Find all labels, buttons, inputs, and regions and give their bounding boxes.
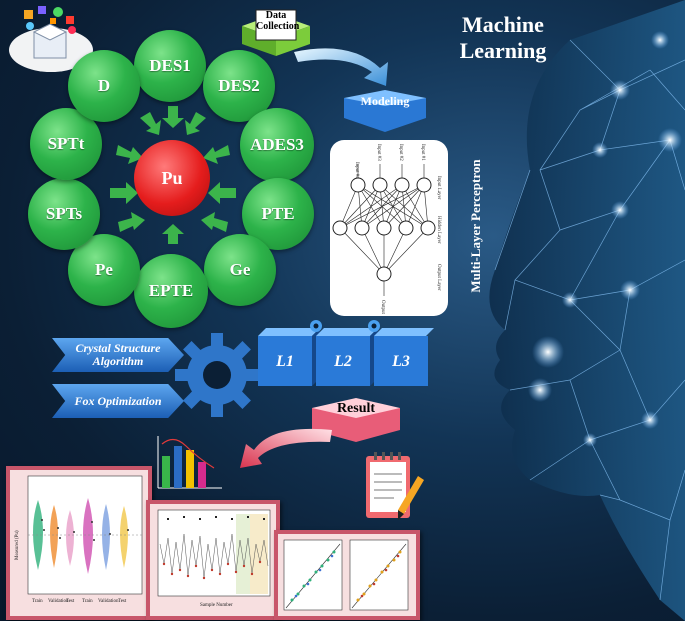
violin-xlabel-3: Test xyxy=(66,599,75,604)
page-title: Machine Learning xyxy=(428,12,578,64)
bubble-ades3: ADES3 xyxy=(240,108,314,182)
title-line-1: Machine xyxy=(462,12,544,37)
mlp-output-layer-label: Output Layer xyxy=(436,264,441,291)
bubble-sptt: SPTt xyxy=(30,108,102,180)
series-plot: Sample Number xyxy=(157,509,271,608)
series-plot-panel: Sample Number xyxy=(146,500,280,620)
result-label: Result xyxy=(336,401,376,416)
mlp-output-label: Output xyxy=(380,300,385,315)
mlp-input-1: Input #1 xyxy=(420,144,425,161)
flow-arrow-to-results xyxy=(240,428,332,468)
bubble-des1: DES1 xyxy=(134,30,206,102)
layer-l1: L1 xyxy=(276,353,294,370)
bubble-ge: Ge xyxy=(204,234,276,306)
mlp-diagram-card: Input #4 Input #3 Input #2 Input #1 Inpu… xyxy=(330,140,448,316)
violin-xlabel-1: Train xyxy=(32,599,43,604)
mlp-network: Input #4 Input #3 Input #2 Input #1 Inpu… xyxy=(332,144,441,315)
bar-chart-icon xyxy=(157,436,222,489)
data-collection-label: Data Collection xyxy=(256,10,300,32)
series-xlabel: Sample Number xyxy=(200,603,233,608)
scatter-plots-panel xyxy=(274,530,420,620)
gear-icon xyxy=(175,333,259,417)
bubble-d: D xyxy=(68,50,140,122)
result-block xyxy=(312,398,400,442)
violin-xlabel-6: Test xyxy=(118,599,127,604)
layer-l2: L2 xyxy=(334,353,352,370)
mlp-title: Multi-Layer Perceptron xyxy=(468,159,483,293)
mlp-input-3: Input #3 xyxy=(376,144,381,161)
layer-blocks xyxy=(258,320,434,386)
scatter-plots xyxy=(283,539,409,611)
violin-plot-panel: Measured (Pu) Train Validation Test Trai… xyxy=(6,466,152,620)
csa-banner: Crystal Structure Algorithm xyxy=(52,338,184,372)
bubble-spts: SPTs xyxy=(28,178,100,250)
bubble-epte: EPTE xyxy=(134,254,208,328)
mlp-hidden-layer-label: Hidden Layer xyxy=(436,216,441,244)
violin-yaxis-label: Measured (Pu) xyxy=(15,530,20,560)
notepad-pencil-icon xyxy=(366,452,424,520)
mlp-input-4: Input #4 xyxy=(354,162,359,179)
center-bubble-pu: Pu xyxy=(134,140,210,216)
data-box-icon xyxy=(9,6,93,72)
modeling-block xyxy=(344,90,426,132)
modeling-label: Modeling xyxy=(360,94,410,108)
violin-xlabel-4: Train xyxy=(82,599,93,604)
violin-plot: Measured (Pu) Train Validation Test Trai… xyxy=(15,475,143,604)
violin-xlabel-5: Validation xyxy=(98,599,119,604)
violin-xlabel-2: Validation xyxy=(48,599,69,604)
fox-banner: Fox Optimization xyxy=(52,384,184,418)
ai-face-network-illustration xyxy=(489,0,685,621)
title-line-2: Learning xyxy=(459,38,547,63)
bubble-arrows xyxy=(110,106,236,244)
data-collection-block xyxy=(242,9,310,56)
bubble-des2: DES2 xyxy=(203,50,275,122)
mlp-input-layer-label: Input Layer xyxy=(436,176,441,200)
mlp-input-2: Input #2 xyxy=(398,144,403,161)
layer-l3: L3 xyxy=(392,353,410,370)
flow-arrow-to-modeling xyxy=(294,48,388,86)
